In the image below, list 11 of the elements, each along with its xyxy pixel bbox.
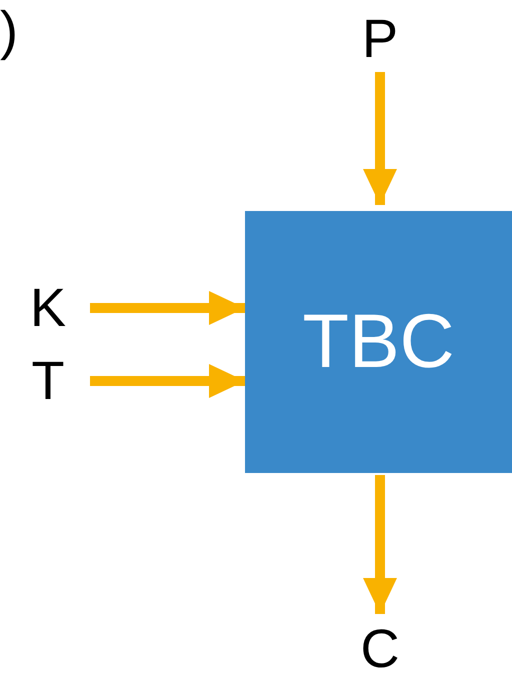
signal-label: P <box>362 12 398 66</box>
arrow <box>90 364 245 398</box>
box-label: TBC <box>302 304 454 380</box>
process-box <box>245 211 512 473</box>
arrow <box>90 291 245 325</box>
arrow <box>363 475 397 614</box>
signal-label: T <box>32 354 64 408</box>
signal-label: C <box>360 622 400 676</box>
signal-label: K <box>30 281 66 335</box>
panel-label: ) <box>0 4 18 58</box>
arrow <box>363 72 397 205</box>
